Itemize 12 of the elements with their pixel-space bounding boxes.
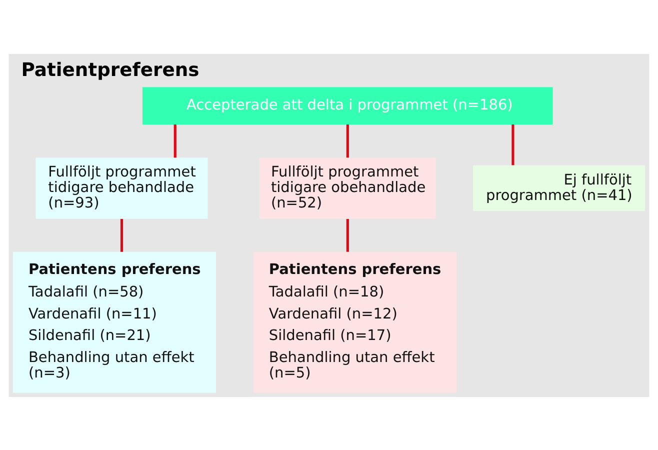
node-box: Accepterade att delta i programmet (n=186) <box>142 86 553 124</box>
node-box: Fullföljt programmet tidigare obehandlade (n=52) <box>260 157 436 218</box>
connector <box>120 218 124 252</box>
node-box: Patientens preferens Tadalafil (n=58) Vardenafil (n=11) Sildenafil (n=21) Behandling utan effekt (n=3) <box>12 251 216 392</box>
node-box: Fullföljt programmet tidigare behandlade (n=93) <box>36 157 208 218</box>
connector <box>174 124 176 158</box>
connector <box>346 218 349 252</box>
node-box: Patientens preferens Tadalafil (n=18) Vardenafil (n=12) Sildenafil (n=17) Behandling utan effekt (n=5) <box>253 251 456 392</box>
connector <box>512 124 514 165</box>
node-box: Ej fullföljt programmet (n=41) <box>473 164 646 210</box>
diagram-title: Patientpreferens <box>21 60 200 81</box>
connector <box>346 124 349 158</box>
